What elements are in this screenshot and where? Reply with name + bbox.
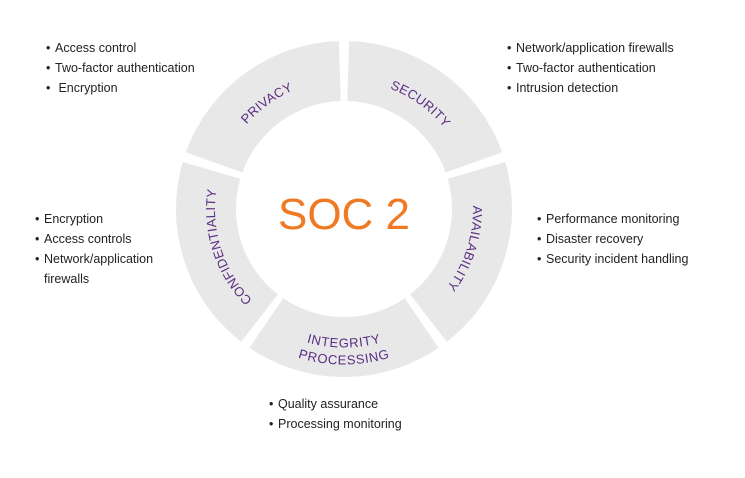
list-item: •Intrusion detection — [507, 81, 619, 95]
list-item: •Two-factor authentication — [46, 61, 195, 75]
segment-ring — [176, 41, 512, 377]
segment-label-processing-integrity: PROCESSING — [297, 346, 391, 368]
segment-label-processing-integrity: INTEGRITY — [306, 331, 382, 351]
list-item: •Security incident handling — [537, 252, 689, 266]
processing-integrity-controls-list: •Quality assurance •Processing monitorin… — [269, 394, 402, 434]
list-item: •Network/application firewalls — [507, 41, 674, 55]
list-item: •Access control — [46, 41, 137, 55]
list-item: •Network/application — [35, 252, 154, 266]
segment-processing-integrity — [249, 298, 439, 377]
segment-security — [347, 41, 503, 173]
confidentiality-controls-list: •Encryption •Access controls •Network/ap… — [35, 209, 153, 289]
list-item: •Disaster recovery — [537, 232, 644, 246]
segment-availability — [410, 161, 512, 342]
segment-confidentiality — [176, 161, 278, 342]
segment-privacy — [185, 41, 341, 173]
list-item: •Performance monitoring — [537, 212, 680, 226]
center-title: SOC 2 — [278, 190, 410, 239]
list-item: •Quality assurance — [269, 397, 379, 411]
list-item: •Access controls — [35, 232, 132, 246]
availability-controls-list: •Performance monitoring •Disaster recove… — [537, 209, 688, 269]
list-item: • Encryption — [46, 81, 118, 95]
list-item-continuation: firewalls — [44, 272, 90, 286]
security-controls-list: •Network/application firewalls •Two-fact… — [507, 38, 674, 98]
list-item: •Two-factor authentication — [507, 61, 656, 75]
privacy-controls-list: •Access control •Two-factor authenticati… — [46, 38, 195, 98]
list-item: •Encryption — [35, 212, 104, 226]
list-item: •Processing monitoring — [269, 417, 402, 431]
